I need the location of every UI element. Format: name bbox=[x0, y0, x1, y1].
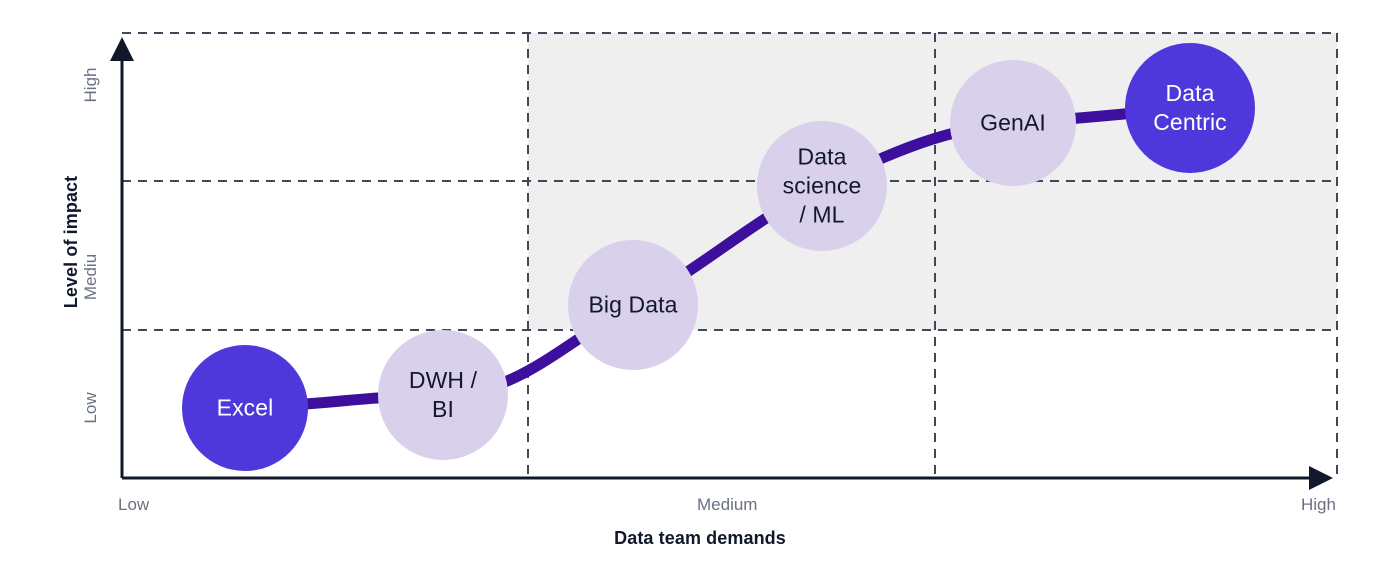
x-axis-title: Data team demands bbox=[614, 528, 786, 548]
bubble-genai[interactable] bbox=[950, 60, 1076, 186]
bubble-data-science-ml[interactable] bbox=[757, 121, 887, 251]
y-tick-low: Low bbox=[81, 392, 100, 424]
bubble-data-centric[interactable] bbox=[1125, 43, 1255, 173]
x-tick-high: High bbox=[1301, 495, 1336, 514]
y-tick-medium: Mediu bbox=[81, 253, 100, 301]
bubble-big-data[interactable] bbox=[568, 240, 698, 370]
y-tick-high: High bbox=[81, 67, 100, 103]
bubble-dwh-bi[interactable] bbox=[378, 330, 508, 460]
x-tick-medium: Medium bbox=[697, 495, 758, 514]
x-tick-low: Low bbox=[118, 495, 150, 514]
bubble-excel[interactable] bbox=[182, 345, 308, 471]
